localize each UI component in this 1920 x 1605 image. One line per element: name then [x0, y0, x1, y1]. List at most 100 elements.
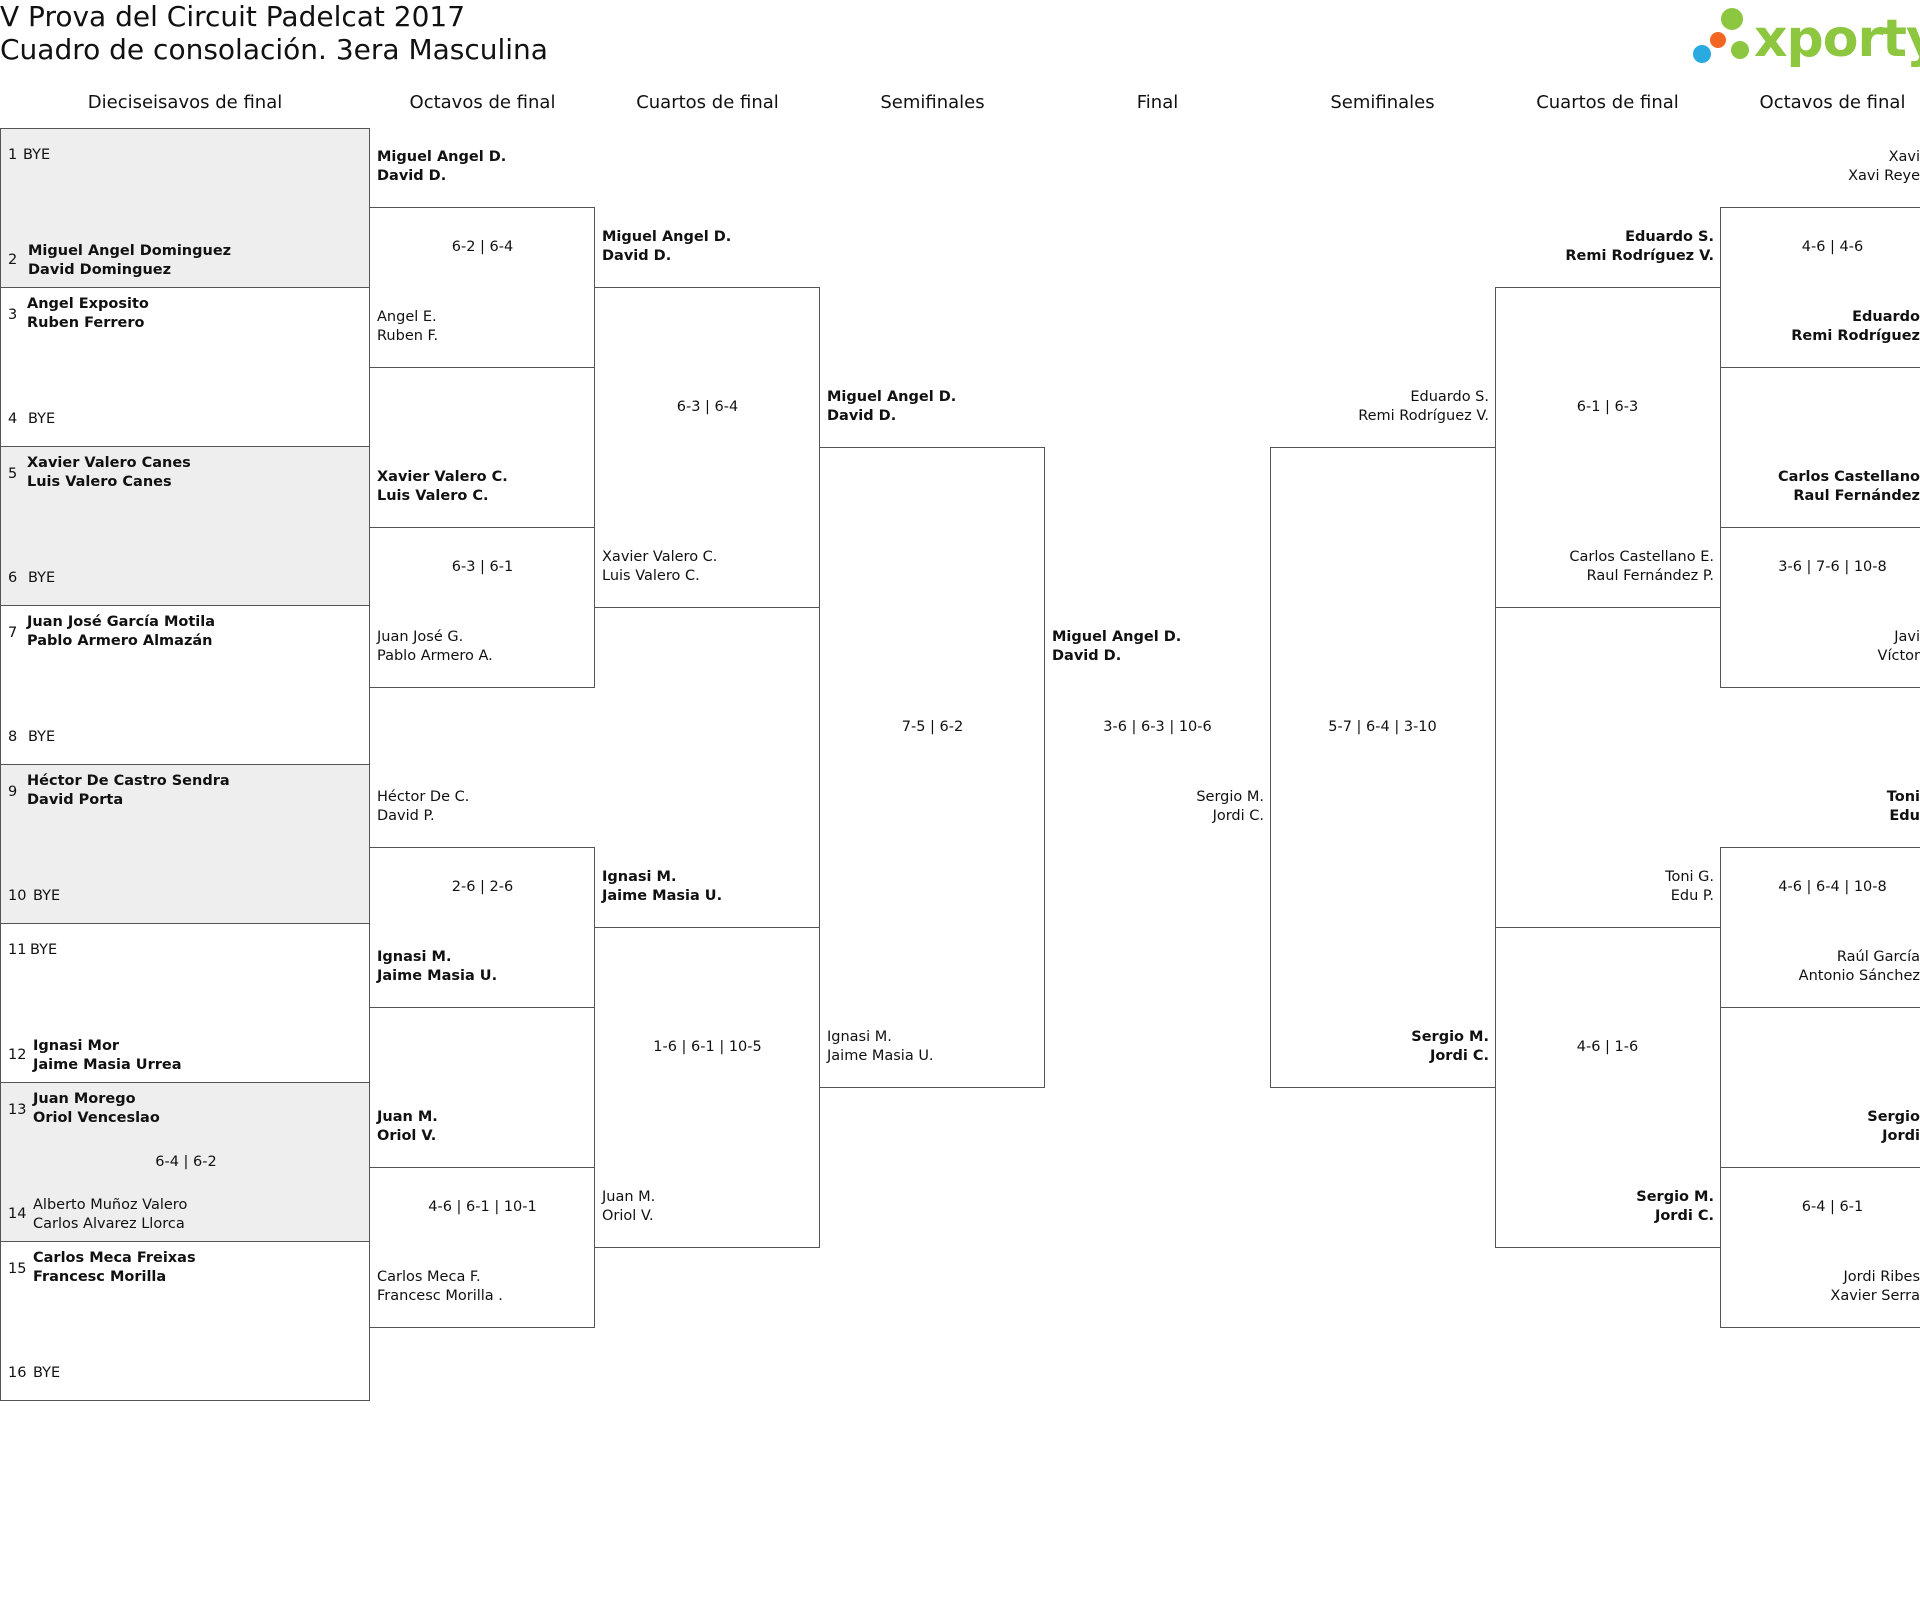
team-name: BYE	[33, 1365, 61, 1381]
qf-team-1-player-1: Miguel Angel D.	[602, 229, 732, 245]
r16-right-match-4-connector	[1720, 1167, 1920, 1328]
sf-right-match-connector	[1270, 447, 1496, 1088]
qf-team-3-player-1: Ignasi M.	[602, 869, 677, 885]
seed-number: 13	[8, 1102, 27, 1118]
sf-team-1-player-2: David D.	[827, 408, 897, 424]
team-player-2: Carlos Alvarez Llorca	[33, 1216, 185, 1232]
qf-right-team-2-player-1: Carlos Castellano E.	[1569, 549, 1714, 565]
qf-team-2-player-1: Xavier Valero C.	[602, 549, 718, 565]
r16-team-6-player-2: Jaime Masia U.	[377, 968, 498, 984]
final-score: 3-6 | 6-3 | 10-6	[1103, 719, 1212, 735]
team-name: BYE	[28, 411, 56, 427]
r16-right-match-3-connector	[1720, 847, 1920, 1008]
r16-team-4-player-1: Juan José G.	[377, 629, 464, 645]
team-player-2: Francesc Morilla	[33, 1269, 167, 1285]
seed-number: 12	[8, 1047, 27, 1063]
r16-right-score-3: 4-6 | 6-4 | 10-8	[1778, 879, 1887, 895]
r16-right-score-4: 6-4 | 6-1	[1801, 1199, 1864, 1215]
logo-text: xporty	[1754, 9, 1920, 69]
r16-right-team-7-player-1: Sergio	[1867, 1109, 1920, 1125]
r16-right-team-6-player-1: Raúl García	[1836, 949, 1920, 965]
seed-number: 14	[8, 1206, 27, 1222]
qf-team-3-player-2: Jaime Masia U.	[602, 888, 723, 904]
r16-right-team-4-player-2: Víctor	[1877, 648, 1920, 664]
seed-number: 11	[8, 942, 27, 958]
r32-match-1: 1 BYE 2 Miguel Angel Dominguez David Dom…	[0, 128, 370, 288]
r16-right-team-5-player-2: Edu	[1889, 808, 1920, 824]
r16-match-1-connector	[369, 207, 595, 368]
sf-right-team-1-player-1: Eduardo S.	[1410, 389, 1489, 405]
team-player-2: David Dominguez	[28, 262, 172, 278]
sf-team-2-player-1: Ignasi M.	[827, 1029, 892, 1045]
seed-number: 6	[8, 570, 18, 586]
qf-team-1-player-2: David D.	[602, 248, 672, 264]
r16-team-1-player-1: Miguel Angel D.	[377, 149, 507, 165]
qf-score-1: 6-3 | 6-4	[676, 399, 739, 415]
seed-number: 10	[8, 888, 27, 904]
qf-right-team-4-player-1: Sergio M.	[1636, 1189, 1714, 1205]
seed-number: 16	[8, 1365, 27, 1381]
final-right-player-1: Sergio M.	[1196, 789, 1264, 805]
draw-subtitle: Cuadro de consolación. 3era Masculina	[0, 33, 548, 66]
r16-score-1: 6-2 | 6-4	[451, 239, 514, 255]
seed-number: 15	[8, 1261, 27, 1277]
r16-team-3-player-1: Xavier Valero C.	[377, 469, 508, 485]
r16-team-6-player-1: Ignasi M.	[377, 949, 452, 965]
final-right-player-2: Jordi C.	[1212, 808, 1264, 824]
round-header-r32: Dieciseisavos de final	[87, 92, 283, 113]
team-player-1: Angel Exposito	[27, 296, 149, 312]
round-header-r16: Octavos de final	[409, 92, 556, 113]
r16-team-7-player-2: Oriol V.	[377, 1128, 437, 1144]
r16-right-score-1: 4-6 | 4-6	[1801, 239, 1864, 255]
team-player-1: Ignasi Mor	[33, 1038, 120, 1054]
qf-right-team-1-player-2: Remi Rodríguez V.	[1565, 248, 1714, 264]
qf-right-team-2-player-2: Raul Fernández P.	[1586, 568, 1714, 584]
r16-match-2-connector	[369, 527, 595, 688]
xporty-logo: xporty	[1690, 4, 1920, 74]
r16-team-5-player-2: David P.	[377, 808, 435, 824]
match-score: 6-4 | 6-2	[155, 1154, 217, 1170]
r16-score-4: 4-6 | 6-1 | 10-1	[428, 1199, 537, 1215]
round-header-sf: Semifinales	[880, 92, 985, 113]
r16-team-4-player-2: Pablo Armero A.	[377, 648, 493, 664]
r16-team-8-player-2: Francesc Morilla .	[377, 1288, 503, 1304]
team-player-1: Juan Morego	[33, 1091, 136, 1107]
qf-right-team-3-player-2: Edu P.	[1670, 888, 1714, 904]
round-header-sf-right: Semifinales	[1330, 92, 1435, 113]
r32-match-3: 5 Xavier Valero Canes Luis Valero Canes …	[0, 446, 370, 606]
team-player-1: Miguel Angel Dominguez	[28, 243, 232, 259]
tournament-title: V Prova del Circuit Padelcat 2017	[0, 0, 466, 33]
team-name: BYE	[33, 888, 61, 904]
r16-right-team-5-player-1: Toni	[1886, 789, 1920, 805]
final-left-player-2: David D.	[1052, 648, 1122, 664]
qf-score-2: 1-6 | 6-1 | 10-5	[653, 1039, 762, 1055]
qf-right-score-1: 6-1 | 6-3	[1576, 399, 1639, 415]
r16-match-4-connector	[369, 1167, 595, 1328]
r16-right-team-3-player-1: Carlos Castellano	[1777, 469, 1920, 485]
round-header-r16-right: Octavos de final	[1759, 92, 1906, 113]
seed-number: 3	[8, 307, 18, 323]
r16-match-3-connector	[369, 847, 595, 1008]
r16-team-8-player-1: Carlos Meca F.	[377, 1269, 481, 1285]
r16-right-match-1-connector	[1720, 207, 1920, 368]
team-player-2: Ruben Ferrero	[27, 315, 145, 331]
round-header-qf-right: Cuartos de final	[1536, 92, 1679, 113]
sf-right-team-1-player-2: Remi Rodríguez V.	[1358, 408, 1489, 424]
r16-team-2-player-1: Angel E.	[377, 309, 437, 325]
sf-team-2-player-2: Jaime Masia U.	[827, 1048, 934, 1064]
team-player-1: Xavier Valero Canes	[27, 455, 191, 471]
r16-right-match-2-connector	[1720, 527, 1920, 688]
r16-right-team-1-player-1: Xavi	[1888, 149, 1920, 165]
team-player-2: Jaime Masia Urrea	[33, 1057, 182, 1073]
sf-team-1-player-1: Miguel Angel D.	[827, 389, 957, 405]
sf-match-connector	[819, 447, 1045, 1088]
qf-team-2-player-2: Luis Valero C.	[602, 568, 700, 584]
seed-number: 8	[8, 729, 18, 745]
seed-number: 9	[8, 784, 18, 800]
seed-number: 5	[8, 466, 18, 482]
sf-right-team-2-player-2: Jordi C.	[1429, 1048, 1489, 1064]
r16-team-3-player-2: Luis Valero C.	[377, 488, 489, 504]
logo-dots-icon	[1693, 8, 1749, 63]
sf-right-score: 5-7 | 6-4 | 3-10	[1328, 719, 1437, 735]
team-name: BYE	[28, 729, 56, 745]
